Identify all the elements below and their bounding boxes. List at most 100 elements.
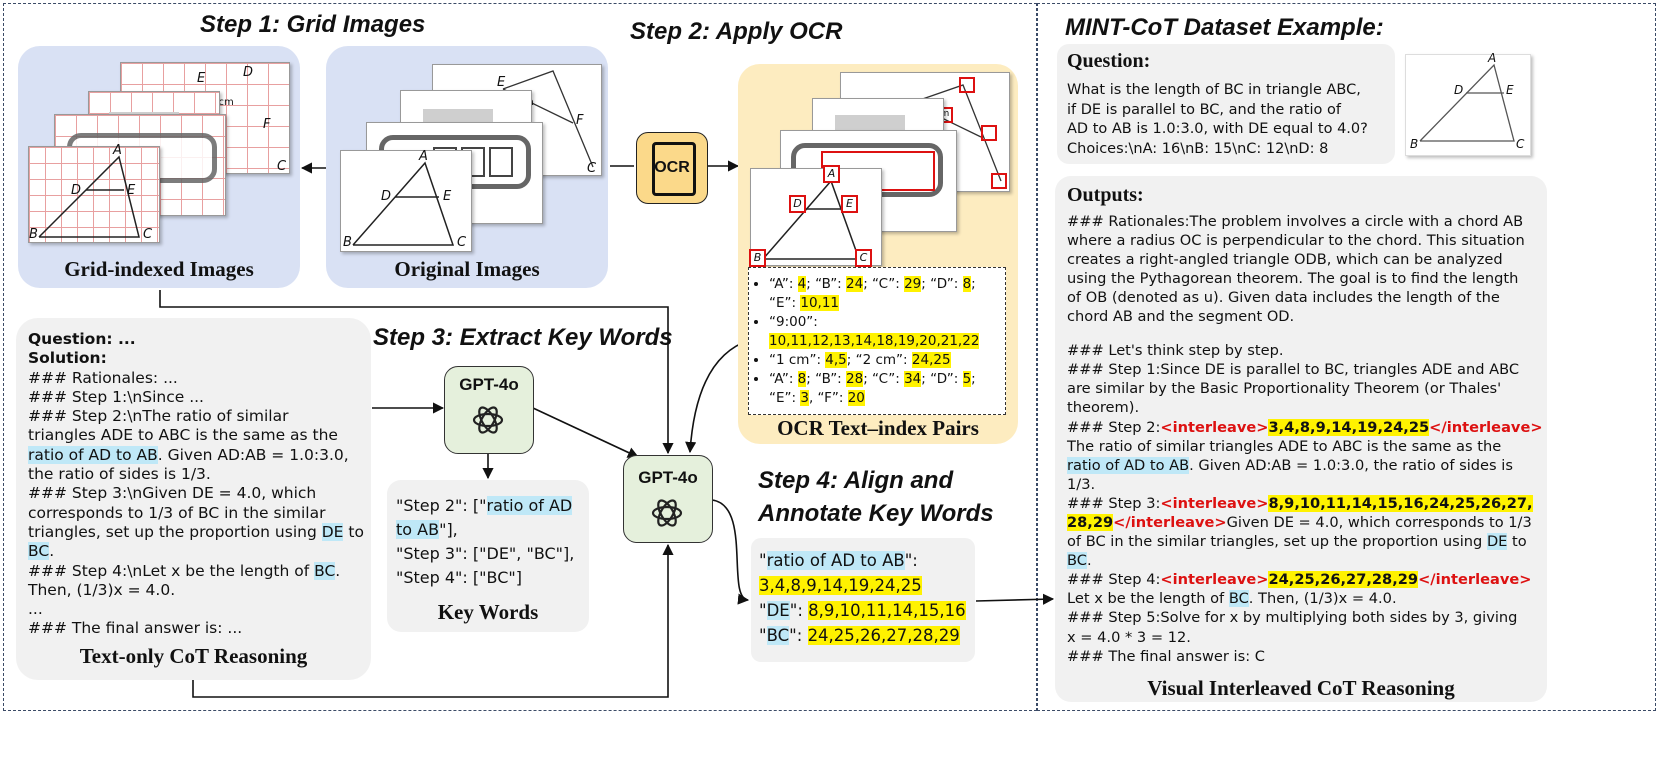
label-c: C xyxy=(143,227,153,242)
text-line: BC. xyxy=(1067,551,1543,570)
label-d: D xyxy=(243,65,254,80)
text-line: "Step 2": ["ratio of AD xyxy=(396,494,574,518)
ocr-pair-text: 3 xyxy=(800,390,809,406)
ocr-pair-text: ; “C”: xyxy=(863,276,905,292)
label-c: C xyxy=(457,235,467,250)
text-line: ### Step 5:Solve for x by multiplying bo… xyxy=(1067,608,1543,627)
grid-indexed-panel: E D F C 1 cm A D E B C Grid-indexed Imag… xyxy=(18,46,300,288)
question-text: What is the length of BC in triangle ABC… xyxy=(1067,81,1368,159)
text-span: 3,4,8,9,14,19,24,25 xyxy=(1268,418,1430,436)
question-box: Question: What is the length of BC in tr… xyxy=(1057,44,1395,164)
label-a: A xyxy=(113,143,122,158)
text-line: Question: ... xyxy=(28,330,364,349)
grid-image-front: A D E B C xyxy=(28,143,160,243)
text-span: ### Step 3: xyxy=(1067,494,1161,512)
text-span: 24,25,26,27,28,29 xyxy=(807,626,960,645)
text-span: where a radius OC is perpendicular to th… xyxy=(1067,232,1525,250)
step4-title-line1: Step 4: Align and xyxy=(758,467,954,494)
question-line: What is the length of BC in triangle ABC… xyxy=(1067,82,1361,98)
text-span: of OB (denoted as u). Given data include… xyxy=(1067,289,1500,307)
text-span: ### Rationales:The problem involves a ci… xyxy=(1067,213,1524,230)
text-span: . Given AD:AB = 1.0:3.0, xyxy=(157,445,349,464)
text-span: 24,25,26,27,28,29 xyxy=(1268,571,1419,589)
text-span: 8,9,10,11,14,15,16,24,25,26,27, xyxy=(1268,494,1533,512)
text-line xyxy=(1067,327,1543,342)
ocr-pair-text: 24,25 xyxy=(911,352,951,368)
text-line: ### Step 4:\nLet x be the length of BC. xyxy=(28,561,364,581)
text-span: ratio of AD xyxy=(486,496,573,515)
label-d: D xyxy=(71,183,82,198)
text-span: ratio of AD to AB xyxy=(28,445,158,464)
text-span: . xyxy=(49,542,55,561)
outputs-text: ### Rationales:The problem involves a ci… xyxy=(1067,212,1543,666)
ocr-pair-text: 29 xyxy=(904,276,922,292)
text-span: ### Step 1:Since DE is parallel to BC, t… xyxy=(1067,361,1520,379)
label-c: C xyxy=(277,159,287,174)
text-span: " xyxy=(759,551,767,570)
text-line: 1/3. xyxy=(1067,475,1543,494)
ocr-pair-item: “A”: 8; “B”: 28; “C”: 34; “D”: 5;“E”: 3,… xyxy=(769,370,1005,408)
original-image-front: A D E B C xyxy=(340,149,472,252)
ocr-box-e: E xyxy=(841,195,858,213)
text-line: x = 4.0 * 3 = 12. xyxy=(1067,628,1543,647)
text-span: DE xyxy=(1486,533,1508,551)
text-span: Let x be the length of xyxy=(1067,590,1229,608)
gpt4o-align-box: GPT-4o xyxy=(623,455,713,543)
pipeline-frame xyxy=(3,3,1037,711)
text-line: the ratio of sides is 1/3. xyxy=(28,465,364,484)
label-c: C xyxy=(587,161,597,176)
text-line: to AB"], xyxy=(396,518,574,542)
text-span: corresponds to 1/3 of BC in the similar xyxy=(28,503,326,522)
text-span: "Step 2": [" xyxy=(396,496,487,515)
ocr-pair-text: “E”: xyxy=(769,295,801,311)
text-line: where a radius OC is perpendicular to th… xyxy=(1067,231,1543,250)
text-span: 1/3. xyxy=(1067,475,1096,493)
outputs-title: Outputs: xyxy=(1067,184,1144,206)
text-span: triangles, set up the proportion using xyxy=(28,522,322,541)
text-span: . xyxy=(335,561,341,580)
text-line: ### Step 3:\nGiven DE = 4.0, which xyxy=(28,484,364,503)
text-line: ### The final answer is: ... xyxy=(28,619,364,638)
label-f: F xyxy=(263,117,271,132)
ocr-pair-text: 4,5 xyxy=(825,352,847,368)
label-b: B xyxy=(1410,137,1419,151)
dataset-title: MINT-CoT Dataset Example: xyxy=(1065,14,1384,41)
text-span: BC xyxy=(28,542,50,561)
text-span: " xyxy=(759,601,767,620)
text-line: 28,29</interleave>Given DE = 4.0, which … xyxy=(1067,513,1543,532)
step1-title: Step 1: Grid Images xyxy=(200,11,426,38)
text-span: creates a right-angled triangle ODB, whi… xyxy=(1067,251,1503,269)
label-d: D xyxy=(1454,83,1464,97)
gpt4o-label: GPT-4o xyxy=(459,375,519,394)
text-line: theorem). xyxy=(1067,398,1543,417)
text-span: </interleave> xyxy=(1418,571,1532,589)
text-span: BC xyxy=(314,561,336,580)
text-span: ": xyxy=(789,626,808,645)
label-d: D xyxy=(381,189,392,204)
step2-title: Step 2: Apply OCR xyxy=(630,18,843,45)
text-span: BC xyxy=(1228,590,1249,608)
ocr-pair-text: “1 cm”: xyxy=(769,352,826,368)
gpt4o-extract-box: GPT-4o xyxy=(444,366,534,454)
text-line: ratio of AD to AB. Given AD:AB = 1.0:3.0… xyxy=(28,445,364,465)
text-line: of OB (denoted as u). Given data include… xyxy=(1067,288,1543,307)
text-span: The ratio of similar triangles ADE to AB… xyxy=(1067,437,1502,455)
text-line: are similar by the Basic Proportionality… xyxy=(1067,379,1543,398)
ocr-pair-text: ; xyxy=(971,371,976,387)
ocr-pair-text: 34 xyxy=(904,371,922,387)
label-e: E xyxy=(1506,83,1514,97)
text-line: chord AB and the segment OD. xyxy=(1067,307,1543,326)
text-line: Solution: xyxy=(28,349,364,368)
text-span: "Step 3": ["DE", "BC"], xyxy=(396,544,575,563)
text-line: "Step 3": ["DE", "BC"], xyxy=(396,542,574,566)
label-a: A xyxy=(419,149,428,164)
ocr-pair-text: ; xyxy=(971,276,976,292)
text-span: Solution: xyxy=(28,349,107,368)
text-span: ### The final answer is: C xyxy=(1067,647,1265,665)
label-b: B xyxy=(29,227,38,242)
aligned-key-words-panel: "ratio of AD to AB":3,4,8,9,14,19,24,25"… xyxy=(751,538,975,662)
ocr-icon-label: OCR xyxy=(654,159,690,176)
text-line: Let x be the length of BC. Then, (1/3)x … xyxy=(1067,589,1543,608)
ocr-pair-item: “A”: 4; “B”: 24; “C”: 29; “D”: 8;“E”: 10… xyxy=(769,275,1005,313)
text-span: Question: ... xyxy=(28,330,136,348)
